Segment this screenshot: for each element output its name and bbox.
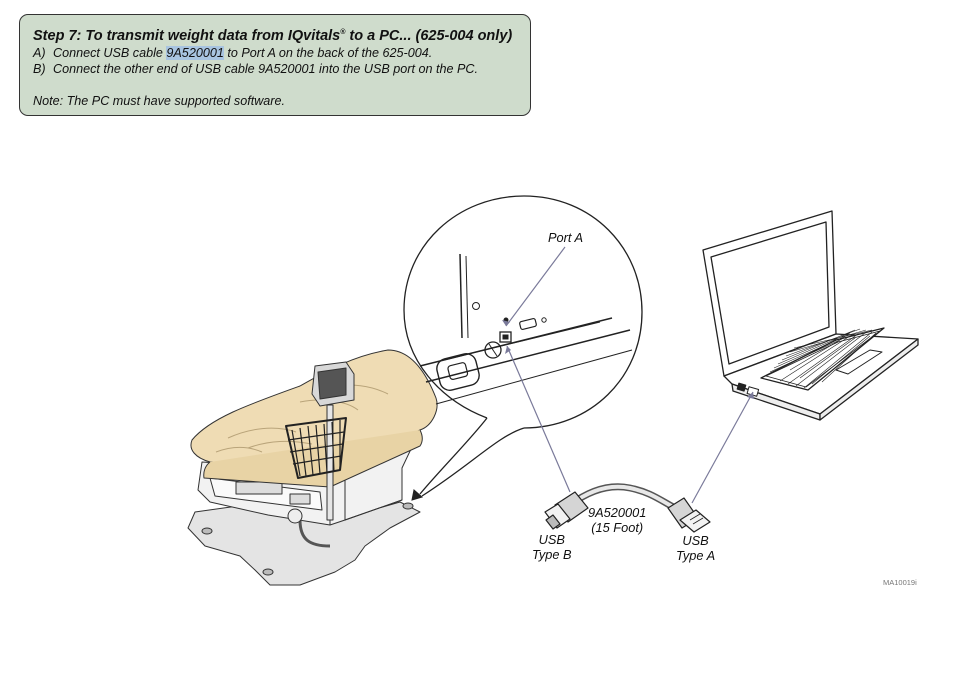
usb-type-b-connector <box>544 491 589 530</box>
exam-table-illustration <box>187 349 438 586</box>
step-note: Note: The PC must have supported softwar… <box>33 93 285 108</box>
laptop-illustration <box>702 210 919 421</box>
step-title: Step 7: To transmit weight data from IQv… <box>33 27 513 44</box>
registered-mark: ® <box>340 29 346 36</box>
instruction-box: Step 7: To transmit weight data from IQv… <box>19 14 531 116</box>
port-a-label: Port A <box>548 230 584 245</box>
step-a: A)Connect USB cable 9A520001 to Port A o… <box>33 45 433 60</box>
leader-lines <box>502 246 754 504</box>
cable-part-label: 9A520001 (15 Foot) <box>588 505 647 535</box>
usb-type-a-label: USB Type A <box>676 533 716 563</box>
highlighted-part-number[interactable]: 9A520001 <box>166 45 224 60</box>
step-b: B)Connect the other end of USB cable 9A5… <box>33 61 478 76</box>
figure-code: MA10019i <box>883 578 917 587</box>
usb-type-a-connector <box>667 497 711 533</box>
usb-cable <box>566 483 679 512</box>
port-detail-magnifier <box>403 195 643 501</box>
usb-type-b-label: USB Type B <box>532 532 572 562</box>
